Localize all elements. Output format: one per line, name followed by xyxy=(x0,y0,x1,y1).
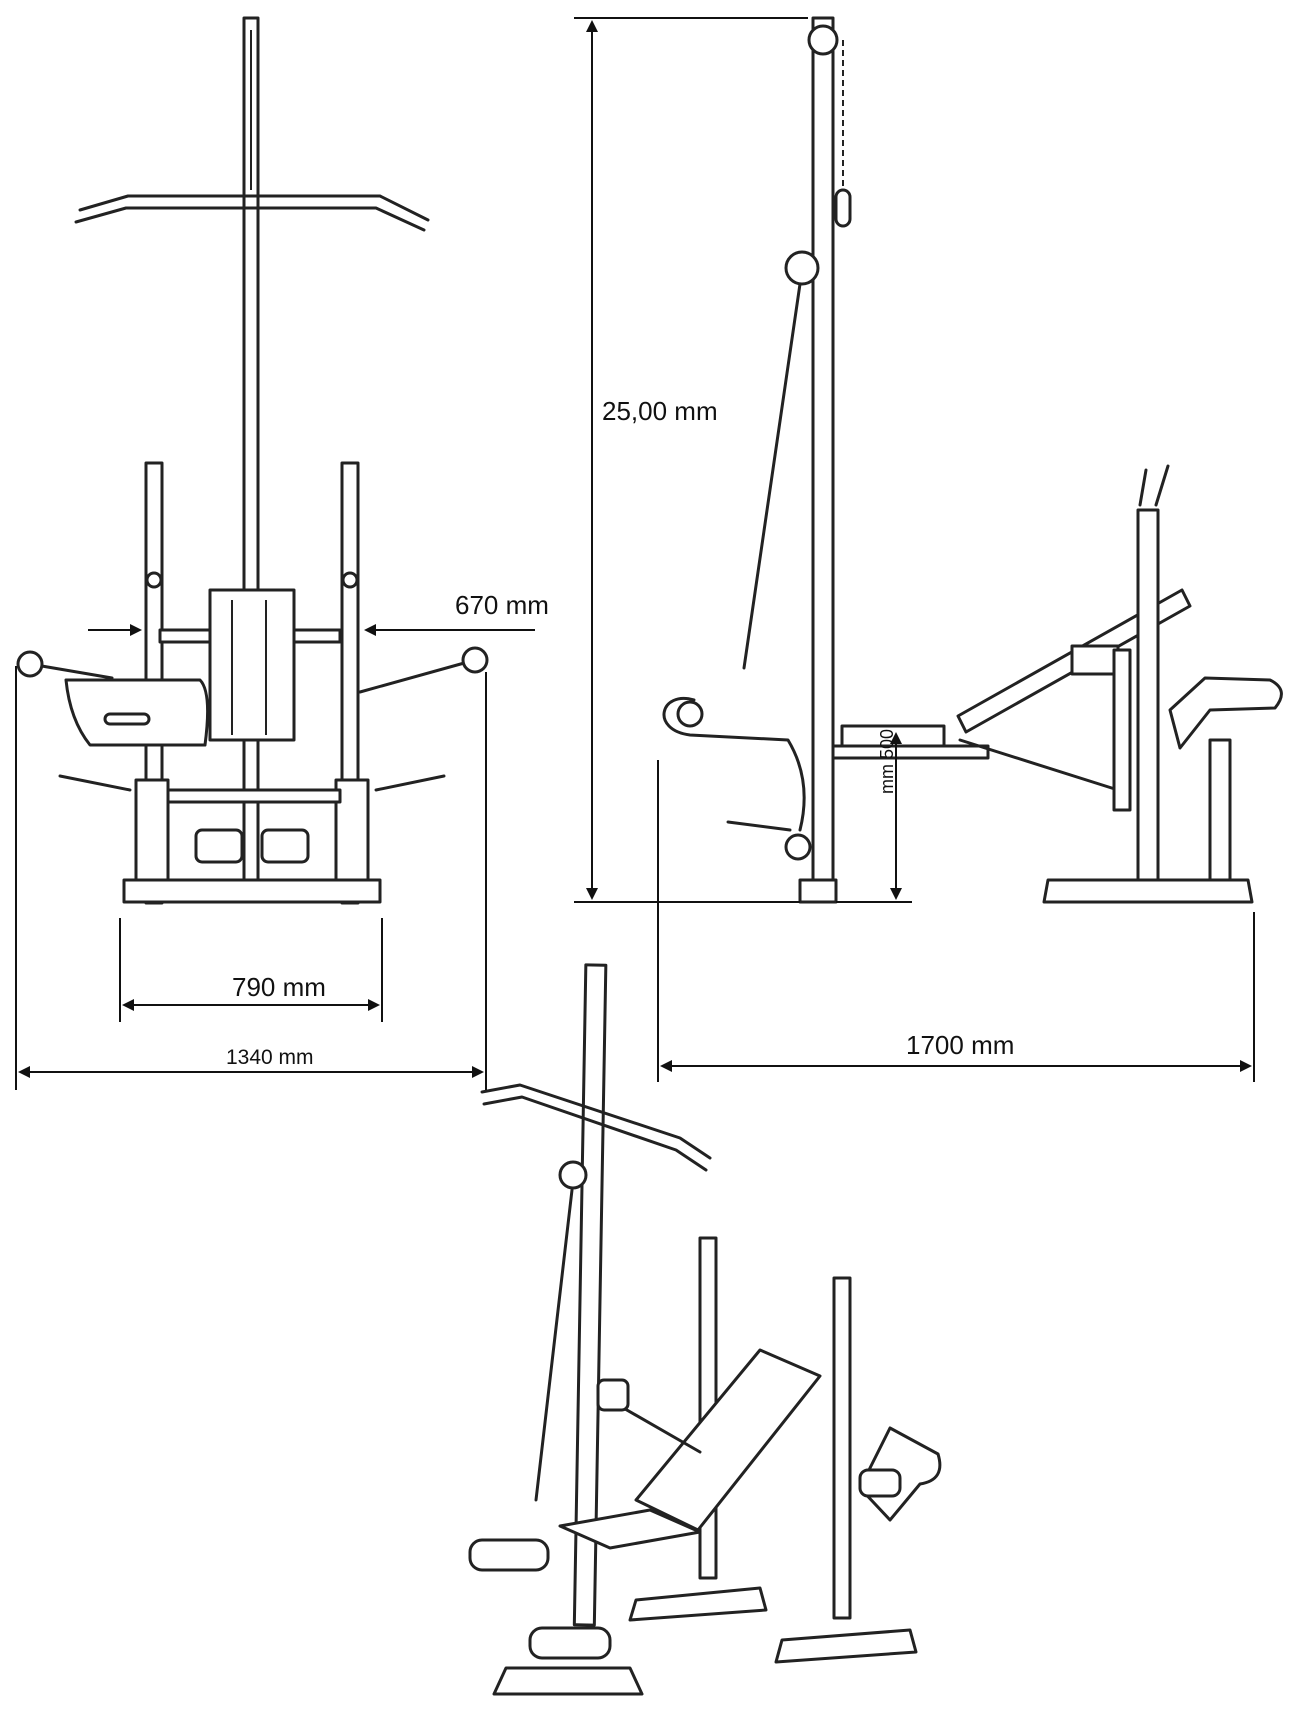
dim-height-label: 25,00 mm xyxy=(602,396,718,426)
dim-1340-label: 1340 mm xyxy=(226,1046,314,1069)
dim-500-label: mm 500 xyxy=(877,729,897,794)
isometric-view xyxy=(468,963,942,1696)
front-view xyxy=(16,16,489,905)
dim-670-label: 670 mm xyxy=(455,590,549,620)
dim-790-label: 790 mm xyxy=(232,972,326,1002)
dimensions: 670 mm 790 mm 1340 mm 25,00 mm mm 500 17… xyxy=(15,17,1255,1090)
side-view xyxy=(662,16,1283,904)
dim-1700-label: 1700 mm xyxy=(906,1030,1014,1060)
